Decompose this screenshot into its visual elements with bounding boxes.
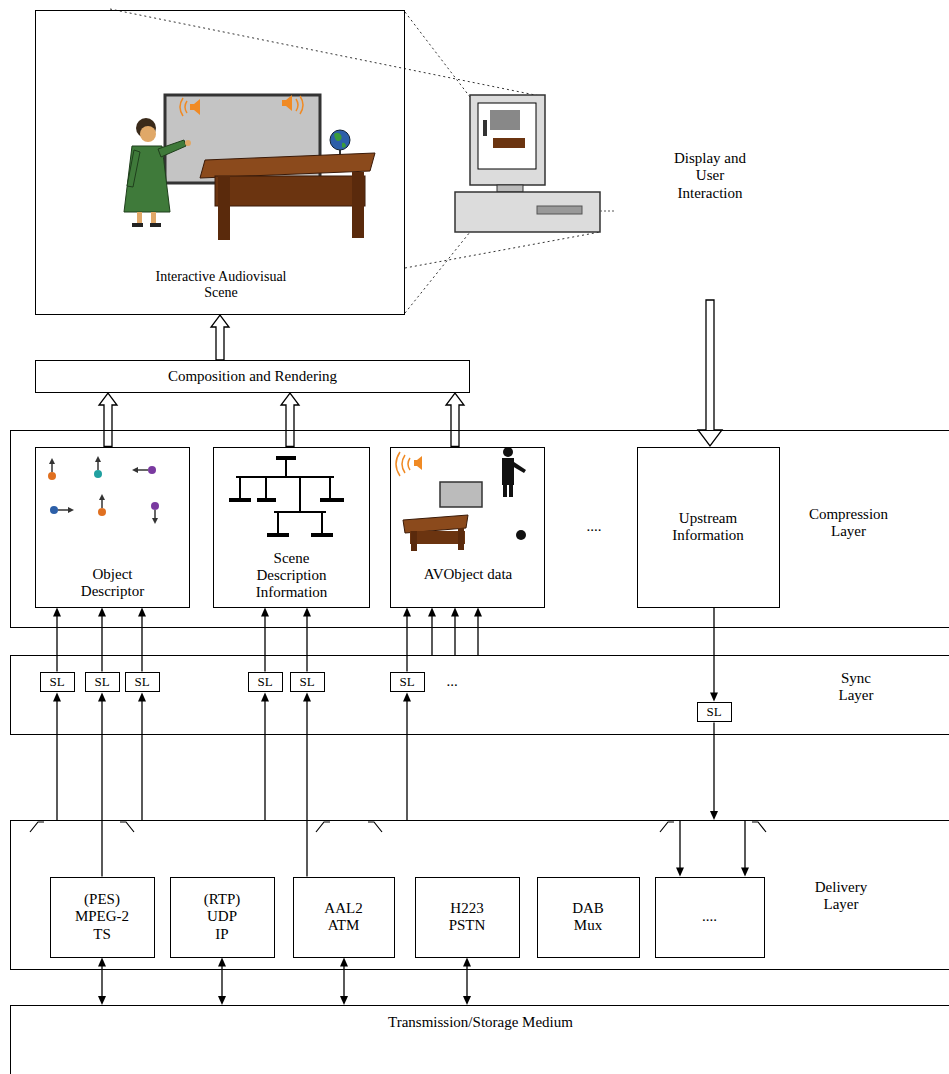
node-label: Transmission/Storage Medium xyxy=(11,1014,949,1031)
node-label: SL xyxy=(299,675,314,690)
connector xyxy=(451,608,459,656)
node-label: Interactive Audiovisual Scene xyxy=(141,269,301,301)
text-block: Interactive Audiovisual Scene xyxy=(141,269,301,301)
connector xyxy=(138,692,146,820)
node-label: (RTP) UDP IP xyxy=(201,891,243,943)
hollow-arrow xyxy=(99,393,117,447)
descriptor-box: AVObject data xyxy=(390,447,545,608)
text-block: Sync Layer xyxy=(831,670,881,705)
ellipsis: .... xyxy=(570,518,618,535)
sl-box: SL xyxy=(390,672,425,693)
hollow-arrow xyxy=(211,315,229,360)
connector xyxy=(218,958,226,1006)
protocol-box: (RTP) UDP IP xyxy=(170,877,275,958)
connector xyxy=(98,692,106,876)
node-label: SL xyxy=(399,675,414,690)
sl-box: SL xyxy=(290,672,325,693)
layer-band: Sync LayerSLSLSLSLSLSLSL xyxy=(10,655,949,735)
scene-panel: Interactive Audiovisual Scene xyxy=(35,10,405,315)
connector xyxy=(463,958,471,1006)
node-label: .... xyxy=(702,908,717,925)
hollow-arrow xyxy=(446,393,464,447)
node-label: H223 PSTN xyxy=(438,900,496,935)
connector xyxy=(98,608,106,672)
text-block: AVObject data xyxy=(399,566,538,583)
connector xyxy=(403,608,411,672)
node-label: SL xyxy=(706,705,721,720)
node-label: AVObject data xyxy=(399,566,538,583)
sl-box: SL xyxy=(697,702,732,723)
node-label: Upstream Information xyxy=(663,510,753,545)
connector xyxy=(340,958,348,1006)
sl-box: SL xyxy=(85,672,120,693)
text-block: Compression Layer xyxy=(801,506,896,541)
connector xyxy=(741,820,749,877)
connector xyxy=(710,722,718,820)
node-label: SL xyxy=(49,675,64,690)
connector xyxy=(474,608,482,656)
connector xyxy=(303,692,311,876)
connector xyxy=(53,692,61,820)
connector xyxy=(676,820,684,877)
ellipsis: ... xyxy=(432,673,472,690)
medium-band: Transmission/Storage Medium xyxy=(10,1005,949,1074)
node-label: (PES) MPEG-2 TS xyxy=(71,891,133,943)
node-label: AAL2 ATM xyxy=(315,900,373,935)
node-label: Object Descriptor xyxy=(68,566,158,601)
connector xyxy=(261,608,269,672)
layer-band: Compression LayerObject Descriptor Scene … xyxy=(10,430,949,628)
connector xyxy=(261,692,269,820)
text-block: Delivery Layer xyxy=(806,879,876,914)
layer-band: Delivery Layer (PES) MPEG-2 TS (RTP) UDP I… xyxy=(10,820,949,970)
connector xyxy=(428,608,436,656)
node-label: DAB Mux xyxy=(563,900,613,935)
connector xyxy=(303,608,311,672)
text-block: Transmission/Storage Medium xyxy=(11,1014,949,1031)
protocol-box: (PES) MPEG-2 TS xyxy=(50,877,155,958)
node-label: Delivery Layer xyxy=(806,879,876,914)
descriptor-box: Upstream Information xyxy=(637,447,780,608)
caption-text: Display and User Interaction xyxy=(662,150,758,202)
protocol-box: DAB Mux xyxy=(537,877,640,958)
sl-box: SL xyxy=(125,672,160,693)
protocol-box: H223 PSTN xyxy=(415,877,520,958)
node-label: Compression Layer xyxy=(801,506,896,541)
node-label: SL xyxy=(134,675,149,690)
connector xyxy=(403,692,411,820)
node-label: SL xyxy=(257,675,272,690)
text-block: Scene Description Information xyxy=(242,550,342,602)
sl-box: SL xyxy=(248,672,283,693)
node-label: SL xyxy=(94,675,109,690)
connector xyxy=(53,608,61,672)
sl-box: SL xyxy=(40,672,75,693)
hollow-arrow xyxy=(281,393,299,447)
connector xyxy=(138,608,146,672)
node-label: Sync Layer xyxy=(831,670,881,705)
process-box: Composition and Rendering xyxy=(35,360,470,393)
text-block: Object Descriptor xyxy=(68,566,158,601)
descriptor-box: Scene Description Information xyxy=(213,447,370,608)
connector xyxy=(98,958,106,1006)
node-label: Composition and Rendering xyxy=(168,368,337,385)
descriptor-box: Object Descriptor xyxy=(35,447,190,608)
protocol-box: .... xyxy=(655,877,765,958)
node-label: Scene Description Information xyxy=(242,550,342,602)
protocol-box: AAL2 ATM xyxy=(293,877,395,958)
